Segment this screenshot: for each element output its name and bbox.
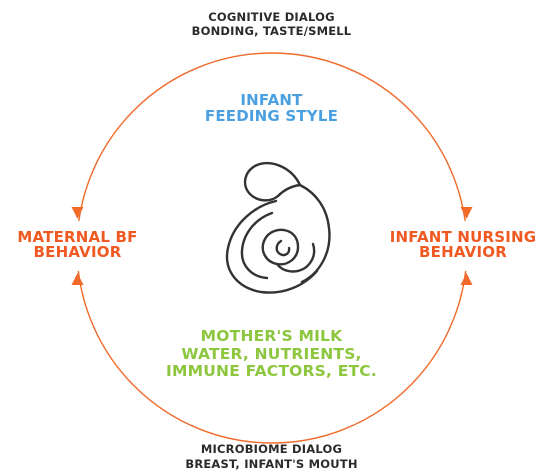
bottom-note-line1: MICROBIOME DIALOG [200, 442, 343, 456]
maternal-bf-behavior-label: MATERNAL BF BEHAVIOR [0, 230, 155, 260]
milk-line1: MOTHER'S MILK [200, 327, 343, 345]
arrowhead-icon [71, 273, 84, 285]
nursing-line2: BEHAVIOR [419, 243, 507, 261]
infant-style-line2: FEEDING STYLE [204, 107, 339, 125]
infant-nursing-behavior-label: INFANT NURSING BEHAVIOR [383, 230, 543, 260]
mothers-milk-label: MOTHER'S MILK WATER, NUTRIENTS, IMMUNE F… [0, 327, 543, 380]
mother-holding-baby-icon [225, 162, 331, 294]
microbiome-dialog-note: MICROBIOME DIALOG BREAST, INFANT'S MOUTH [0, 442, 543, 471]
milk-line2: WATER, NUTRIENTS, [181, 344, 362, 363]
top-note-line2: BONDING, TASTE/SMELL [191, 23, 352, 38]
milk-line3: IMMUNE FACTORS, ETC. [166, 362, 377, 380]
bottom-note-line2: BREAST, INFANT'S MOUTH [185, 456, 358, 471]
arrowhead-icon [460, 273, 473, 285]
arrowhead-icon [460, 207, 473, 219]
infant-feeding-style-label: INFANT FEEDING STYLE [0, 93, 543, 124]
cognitive-dialog-note: COGNITIVE DIALOG BONDING, TASTE/SMELL [0, 10, 543, 38]
maternal-line2: BEHAVIOR [33, 243, 122, 261]
arrowhead-icon [71, 207, 84, 219]
top-note-line1: COGNITIVE DIALOG [208, 10, 335, 24]
maternal-line1: MATERNAL BF [17, 228, 138, 246]
nursing-line1: INFANT NURSING [389, 228, 537, 246]
infant-style-line1: INFANT [240, 91, 303, 109]
